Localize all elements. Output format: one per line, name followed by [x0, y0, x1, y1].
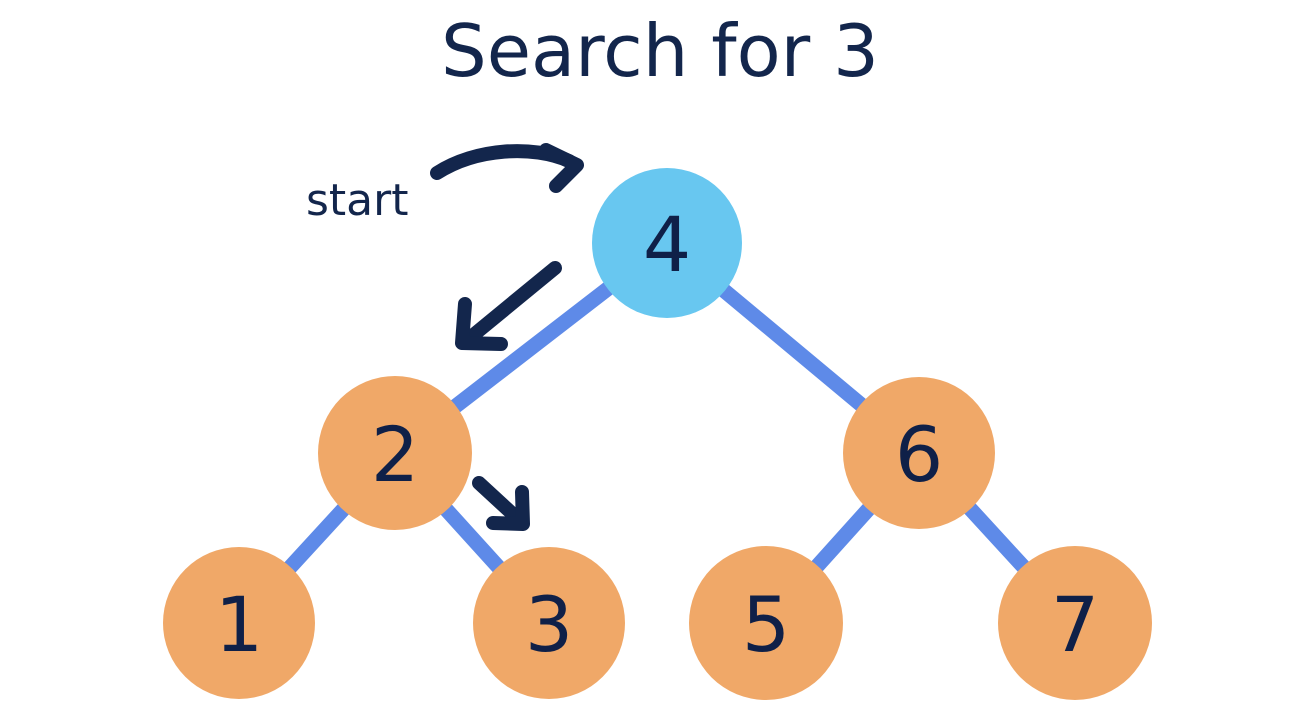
node-circle-1[interactable]: [163, 547, 315, 699]
arrow-root-to-left-child-icon: [455, 261, 562, 351]
node-label-5: 5: [742, 580, 790, 669]
node-circle-7[interactable]: [998, 546, 1152, 700]
tree-node-7[interactable]: 7: [998, 546, 1152, 700]
node-circle-3[interactable]: [473, 547, 625, 699]
node-circle-4[interactable]: [592, 168, 742, 318]
tree-node-1[interactable]: 1: [163, 547, 315, 699]
arrow-left-child-to-three-icon: [472, 476, 530, 531]
node-label-7: 7: [1051, 580, 1099, 669]
start-label: start: [306, 175, 408, 226]
node-circle-5[interactable]: [689, 546, 843, 700]
node-label-3: 3: [525, 580, 573, 669]
tree-node-6[interactable]: 6: [843, 377, 995, 529]
arrow-start-to-root-icon: [430, 143, 584, 193]
node-label-6: 6: [895, 410, 943, 499]
node-label-2: 2: [371, 410, 419, 499]
node-label-1: 1: [215, 580, 263, 669]
tree-node-2[interactable]: 2: [318, 376, 472, 530]
tree-node-3[interactable]: 3: [473, 547, 625, 699]
page-title: Search for 3: [441, 9, 879, 93]
annotations: start: [306, 143, 584, 531]
tree-node-4[interactable]: 4: [592, 168, 742, 318]
tree-nodes: 4 2 6 1 3 5: [163, 168, 1152, 700]
node-label-4: 4: [643, 200, 691, 289]
tree-node-5[interactable]: 5: [689, 546, 843, 700]
node-circle-6[interactable]: [843, 377, 995, 529]
node-circle-2[interactable]: [318, 376, 472, 530]
